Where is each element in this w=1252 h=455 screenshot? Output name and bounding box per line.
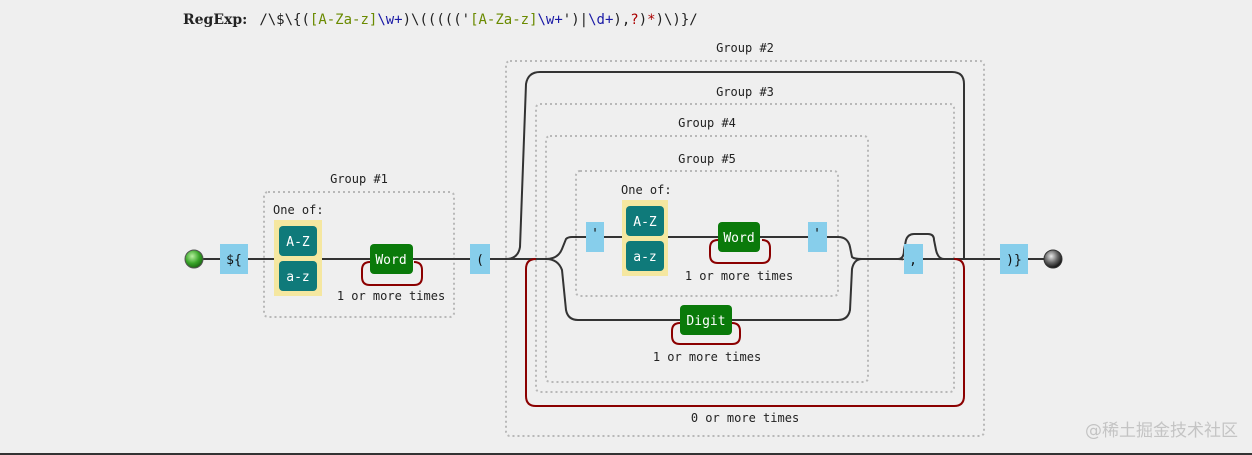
loop-label-word-1: 1 or more times: [337, 289, 445, 303]
group-1-box: [263, 191, 455, 318]
regexp-header: RegExp:/\$\{([A-Za-z]\w+)\((((('[A-Za-z]…: [183, 12, 698, 28]
literal-open-paren-text: (: [476, 253, 484, 268]
regexp-label: RegExp:: [183, 12, 248, 28]
loop-label-digit: 1 or more times: [653, 350, 761, 364]
loop-label-word-2: 1 or more times: [685, 269, 793, 283]
literal-quote-close-text: ': [813, 227, 821, 242]
regexp-part: ): [638, 12, 648, 28]
bottom-divider: [0, 453, 1252, 455]
regexp-part: \w+: [537, 12, 563, 28]
charset-1-lower-text: a-z: [286, 270, 309, 285]
charset-1-upper-text: A-Z: [286, 235, 310, 250]
loop-word-2: [709, 239, 771, 264]
literal-quote-open-text: ': [591, 227, 599, 242]
rail-alt-split: [545, 236, 863, 260]
token-word-1: Word: [370, 244, 413, 274]
regexp-part: /\$\{(: [259, 12, 310, 28]
regexp-part: *: [647, 12, 656, 28]
watermark: @稀土掘金技术社区: [1085, 421, 1238, 441]
literal-close-paren-brace-text: )}: [1006, 253, 1022, 268]
literal-dollar-brace: ${: [220, 244, 248, 274]
literal-comma: ,: [904, 244, 923, 274]
loop-digit: [671, 322, 741, 345]
token-digit-text: Digit: [686, 314, 725, 329]
literal-close-paren-brace: )}: [1000, 244, 1028, 274]
token-digit: Digit: [680, 305, 732, 335]
one-of-label-2: One of:: [621, 183, 672, 197]
group-3-label: Group #3: [716, 85, 774, 99]
group-3-box: [535, 103, 955, 393]
group-5-box: [575, 170, 839, 297]
literal-comma-text: ,: [909, 253, 917, 268]
end-node: [1043, 249, 1063, 269]
loop-label-group3: 0 or more times: [691, 411, 799, 425]
regexp-part: \w+: [377, 12, 403, 28]
charset-2-lower-text: a-z: [633, 250, 656, 265]
token-word-1-text: Word: [375, 253, 406, 268]
regexp-part: )\)}/: [655, 12, 698, 28]
charset-group-5: One of: A-Z a-z: [621, 183, 672, 276]
group-2-box: [505, 60, 985, 437]
regexp-part: [A-Za-z]: [309, 12, 378, 28]
rail-comma-through: [897, 258, 944, 261]
regexp-pattern: /\$\{([A-Za-z]\w+)\((((('[A-Za-z]\w+')|\…: [259, 12, 697, 28]
group-4-box: [545, 135, 869, 383]
group-2-label: Group #2: [716, 41, 774, 55]
regexp-part: [A-Za-z]: [470, 12, 538, 28]
group-1-label: Group #1: [330, 172, 388, 186]
literal-quote-open: ': [586, 222, 604, 252]
literal-quote-close: ': [808, 222, 827, 252]
charset-2-lower: [626, 241, 664, 271]
literal-dollar-brace-text: ${: [226, 253, 242, 268]
one-of-label-1: One of:: [273, 203, 324, 217]
group-5-label: Group #5: [678, 152, 736, 166]
loop-group3: [525, 258, 965, 407]
regexp-part: \d+: [588, 12, 614, 28]
charset-1-lower: [279, 261, 317, 291]
start-node: [184, 249, 204, 269]
rail-alt-digit: [545, 258, 863, 321]
token-word-2-text: Word: [723, 231, 754, 246]
rail-group2-skip: [505, 71, 965, 260]
loop-word-1: [361, 261, 423, 286]
regexp-part: )\(((((': [402, 12, 471, 28]
regexp-part: ),: [613, 12, 631, 28]
charset-group-1: One of: A-Z a-z: [273, 203, 324, 296]
token-word-2: Word: [718, 222, 760, 252]
group-4-label: Group #4: [678, 116, 736, 130]
charset-1-upper: [279, 226, 317, 256]
rail-comma-skip: [862, 233, 964, 260]
charset-2-upper: [626, 206, 664, 236]
literal-open-paren: (: [470, 244, 490, 274]
regexp-part: ')|: [562, 12, 589, 28]
regexp-part: ?: [630, 12, 639, 28]
charset-2-upper-text: A-Z: [633, 215, 657, 230]
